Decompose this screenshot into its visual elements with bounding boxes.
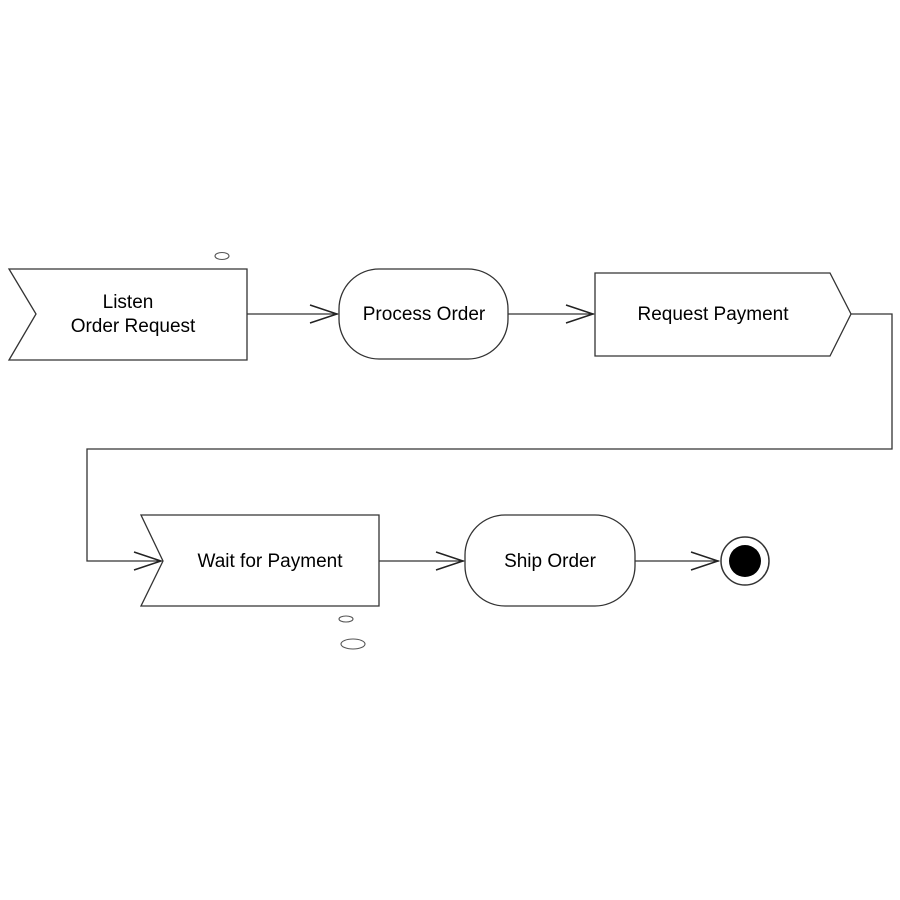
final-node — [720, 536, 770, 586]
node-ship-order: Ship Order — [464, 514, 636, 607]
node-request-payment-label: Request Payment — [637, 304, 789, 325]
edge-listen-to-process — [247, 304, 340, 324]
edge-process-to-request-payment — [508, 304, 596, 324]
node-listen-order-request: Listen Order Request — [7, 268, 248, 361]
node-wait-for-payment-label: Wait for Payment — [197, 551, 343, 572]
bubble-marker — [340, 638, 366, 650]
decorative-ellipses — [214, 251, 366, 650]
bubble-marker — [338, 615, 354, 623]
node-process-order-label: Process Order — [363, 304, 486, 325]
node-listen-order-request-label-line2: Order Request — [71, 316, 196, 337]
edge-request-payment-to-wait — [86, 313, 893, 571]
node-process-order: Process Order — [338, 268, 509, 360]
node-request-payment: Request Payment — [594, 272, 852, 357]
bubble-marker — [214, 251, 230, 261]
edge-ship-to-final — [635, 551, 721, 571]
edges — [86, 304, 893, 571]
edge-wait-to-ship — [379, 551, 466, 571]
node-listen-order-request-label-line1: Listen — [103, 292, 154, 313]
node-wait-for-payment: Wait for Payment — [139, 514, 380, 607]
node-ship-order-label: Ship Order — [504, 551, 597, 572]
